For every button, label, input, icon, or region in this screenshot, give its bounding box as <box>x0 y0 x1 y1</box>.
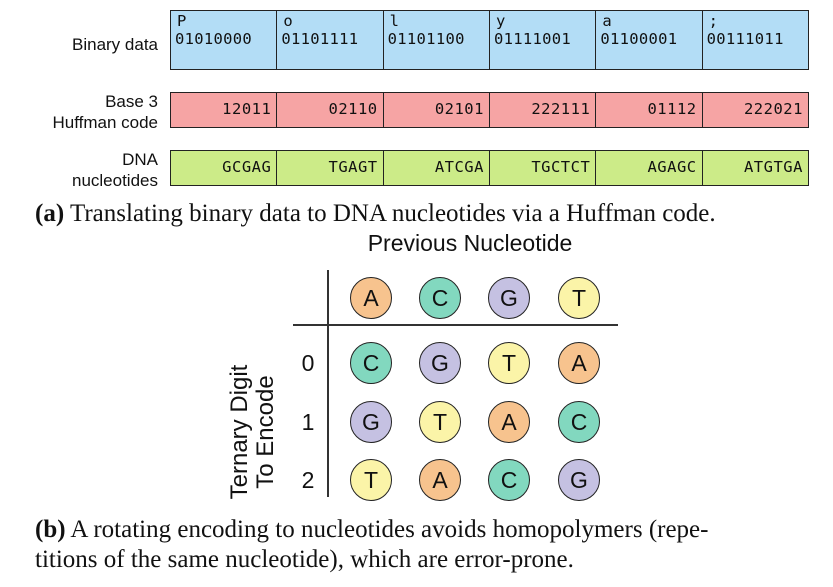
dna-cell: TGCTCT <box>490 151 597 185</box>
dna-cell: GCGAG <box>171 151 278 185</box>
binary-char: a <box>602 12 612 30</box>
binary-bits: 00111011 <box>706 30 784 48</box>
nucleotide-c: C <box>488 459 530 501</box>
nucleotide-t: T <box>350 459 392 501</box>
dna-cell: ATCGA <box>384 151 490 185</box>
header-nucleotide-g: G <box>488 277 530 319</box>
header-nucleotide-c: C <box>419 277 461 319</box>
binary-char: l <box>389 12 399 30</box>
ternary-digit-1: 1 <box>301 409 315 435</box>
caption-a-tag: (a) <box>35 200 65 227</box>
nucleotide-g: G <box>419 342 461 384</box>
nucleotide-g: G <box>558 459 600 501</box>
binary-bits: 01111001 <box>493 30 572 48</box>
nucleotide-t: T <box>419 401 461 443</box>
binary-char: y <box>495 12 506 30</box>
nucleotide-c: C <box>350 342 392 384</box>
binary-bits: 01100001 <box>600 30 678 48</box>
dna-label: DNA nucleotides <box>71 150 158 190</box>
header-nucleotide-t: T <box>558 277 600 319</box>
binary-char: o <box>283 12 293 30</box>
caption-b-line-2: titions of the same nucleotide), which a… <box>35 546 574 573</box>
huffman-cell: 12011 <box>171 93 278 127</box>
nucleotide-c: C <box>558 401 600 443</box>
nucleotide-g: G <box>350 401 392 443</box>
nucleotide-t: T <box>488 342 530 384</box>
grid-vertical-divider <box>327 270 329 497</box>
nucleotide-a: A <box>488 401 530 443</box>
nucleotide-a: A <box>419 459 461 501</box>
caption-b-tag: (b) <box>35 516 66 543</box>
caption-b-line-1: A rotating encoding to nucleotides avoid… <box>65 516 709 543</box>
dna-cell: TGAGT <box>277 151 384 185</box>
grid-horizontal-divider <box>293 324 618 326</box>
y-label-line-1: Ternary Digit <box>226 364 253 500</box>
dna-cell: ATGTGA <box>743 158 803 176</box>
huffman-cell: 02110 <box>277 93 384 127</box>
ternary-digit-0: 0 <box>301 350 315 376</box>
binary-char: P <box>177 12 187 30</box>
caption-a-text: Translating binary data to DNA nucleotid… <box>64 200 716 227</box>
ternary-digit-2: 2 <box>301 467 315 493</box>
binary-cell: ;00111011 <box>703 11 808 69</box>
huffman-label: Base 3 Huffman code <box>52 92 158 132</box>
binary-bits: 01101111 <box>281 30 359 48</box>
huffman-cell: 222021 <box>743 100 803 118</box>
dna-cell: AGAGC <box>596 151 703 185</box>
header-nucleotide-a: A <box>350 277 392 319</box>
y-label-line-2: To Encode <box>252 375 279 489</box>
huffman-cell: 02101 <box>384 93 490 127</box>
caption-b-line-2-wrap: titions of the same nucleotide), which a… <box>35 545 574 575</box>
caption-a: (a) Translating binary data to DNA nucle… <box>35 199 716 229</box>
huffman-cell: 222111 <box>490 93 597 127</box>
binary-char: ; <box>708 12 718 30</box>
huffman-cell: 01112 <box>596 93 703 127</box>
binary-bits: 01101100 <box>387 30 465 48</box>
grid-title: Previous Nucleotide <box>367 230 573 256</box>
nucleotide-a: A <box>558 342 600 384</box>
binary-bits: 01010000 <box>175 30 253 48</box>
caption-b: (b) A rotating encoding to nucleotides a… <box>35 515 708 545</box>
binary-data-label: Binary data <box>72 35 158 54</box>
